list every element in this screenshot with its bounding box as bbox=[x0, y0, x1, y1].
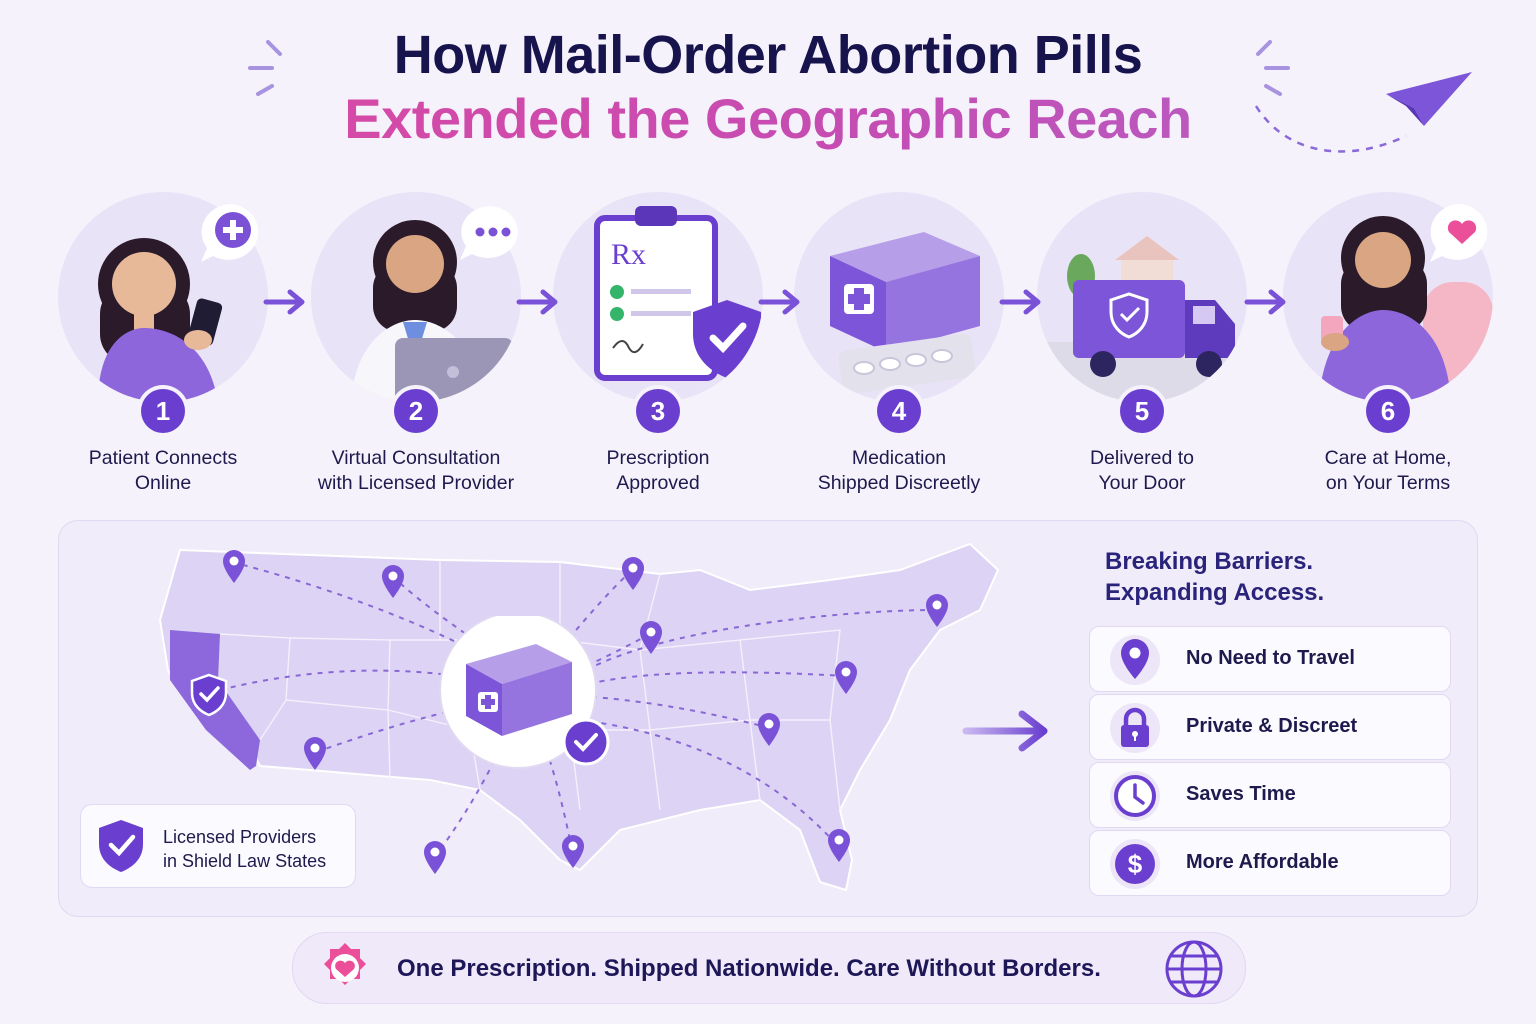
map-pin-icon bbox=[304, 737, 326, 770]
step-arrow-icon bbox=[758, 289, 800, 315]
step-arrow-icon bbox=[1244, 289, 1286, 315]
map-pin-icon bbox=[1110, 635, 1160, 685]
sparkle-lines-left-icon bbox=[248, 40, 282, 96]
map-pin-icon bbox=[640, 621, 662, 654]
benefit-no-need-to-travel: No Need to Travel bbox=[1089, 626, 1451, 692]
benefits-heading: Breaking Barriers.Expanding Access. bbox=[1105, 548, 1325, 606]
plus-chat-bubble-icon bbox=[201, 204, 259, 262]
paper-plane-icon bbox=[1254, 72, 1472, 153]
right-arrow-icon bbox=[962, 710, 1048, 752]
step-6: 6 Care at Home,on Your Terms bbox=[1268, 192, 1508, 512]
map-pin-icon bbox=[926, 594, 948, 627]
map-pin-icon bbox=[424, 841, 446, 874]
clock-icon bbox=[1110, 771, 1160, 821]
benefit-more-affordable: $ More Affordable bbox=[1089, 830, 1451, 896]
step-5-illustration bbox=[1037, 192, 1247, 402]
step-arrow-icon bbox=[263, 289, 305, 315]
shield-check-icon bbox=[190, 673, 228, 717]
globe-icon bbox=[1165, 940, 1223, 998]
title-line-2: Extended the Geographic Reach bbox=[0, 86, 1536, 151]
map-pin-icon bbox=[223, 550, 245, 583]
typing-chat-bubble-icon bbox=[460, 206, 518, 260]
map-pin-icon bbox=[622, 557, 644, 590]
heart-badge-icon bbox=[324, 943, 366, 985]
heart-chat-bubble-icon bbox=[1430, 204, 1488, 262]
step-4-illustration bbox=[794, 192, 1004, 402]
svg-text:$: $ bbox=[1128, 849, 1143, 879]
title-line-1: How Mail-Order Abortion Pills bbox=[393, 25, 1143, 85]
step-4-number: 4 bbox=[877, 389, 921, 433]
svg-text:Rx: Rx bbox=[611, 238, 646, 271]
step-5-number: 5 bbox=[1120, 389, 1164, 433]
map-pin-icon bbox=[562, 835, 584, 868]
step-6-number: 6 bbox=[1366, 389, 1410, 433]
step-6-label: Care at Home,on Your Terms bbox=[1324, 447, 1452, 494]
map-pin-icon bbox=[828, 829, 850, 862]
step-1-number: 1 bbox=[141, 389, 185, 433]
map-pin-icon bbox=[382, 565, 404, 598]
sparkle-lines-right-icon bbox=[1256, 40, 1290, 96]
step-6-illustration bbox=[1283, 192, 1493, 402]
step-3-number: 3 bbox=[636, 389, 680, 433]
shield-check-icon bbox=[99, 820, 143, 872]
dollar-icon: $ bbox=[1110, 839, 1160, 889]
benefit-saves-time: Saves Time bbox=[1089, 762, 1451, 828]
step-2-number: 2 bbox=[394, 389, 438, 433]
footer-text: One Prescription. Shipped Nationwide. Ca… bbox=[397, 955, 1101, 982]
footer-banner: One Prescription. Shipped Nationwide. Ca… bbox=[292, 932, 1246, 1004]
map-pin-icon bbox=[835, 661, 857, 694]
lock-icon bbox=[1110, 703, 1160, 753]
map-pin-icon bbox=[758, 713, 780, 746]
step-3-illustration: Rx bbox=[553, 192, 763, 402]
central-package-icon bbox=[439, 616, 610, 769]
step-arrow-icon bbox=[516, 289, 558, 315]
step-1-illustration bbox=[58, 192, 268, 402]
benefit-private-discreet: Private & Discreet bbox=[1089, 694, 1451, 760]
step-arrow-icon bbox=[999, 289, 1041, 315]
